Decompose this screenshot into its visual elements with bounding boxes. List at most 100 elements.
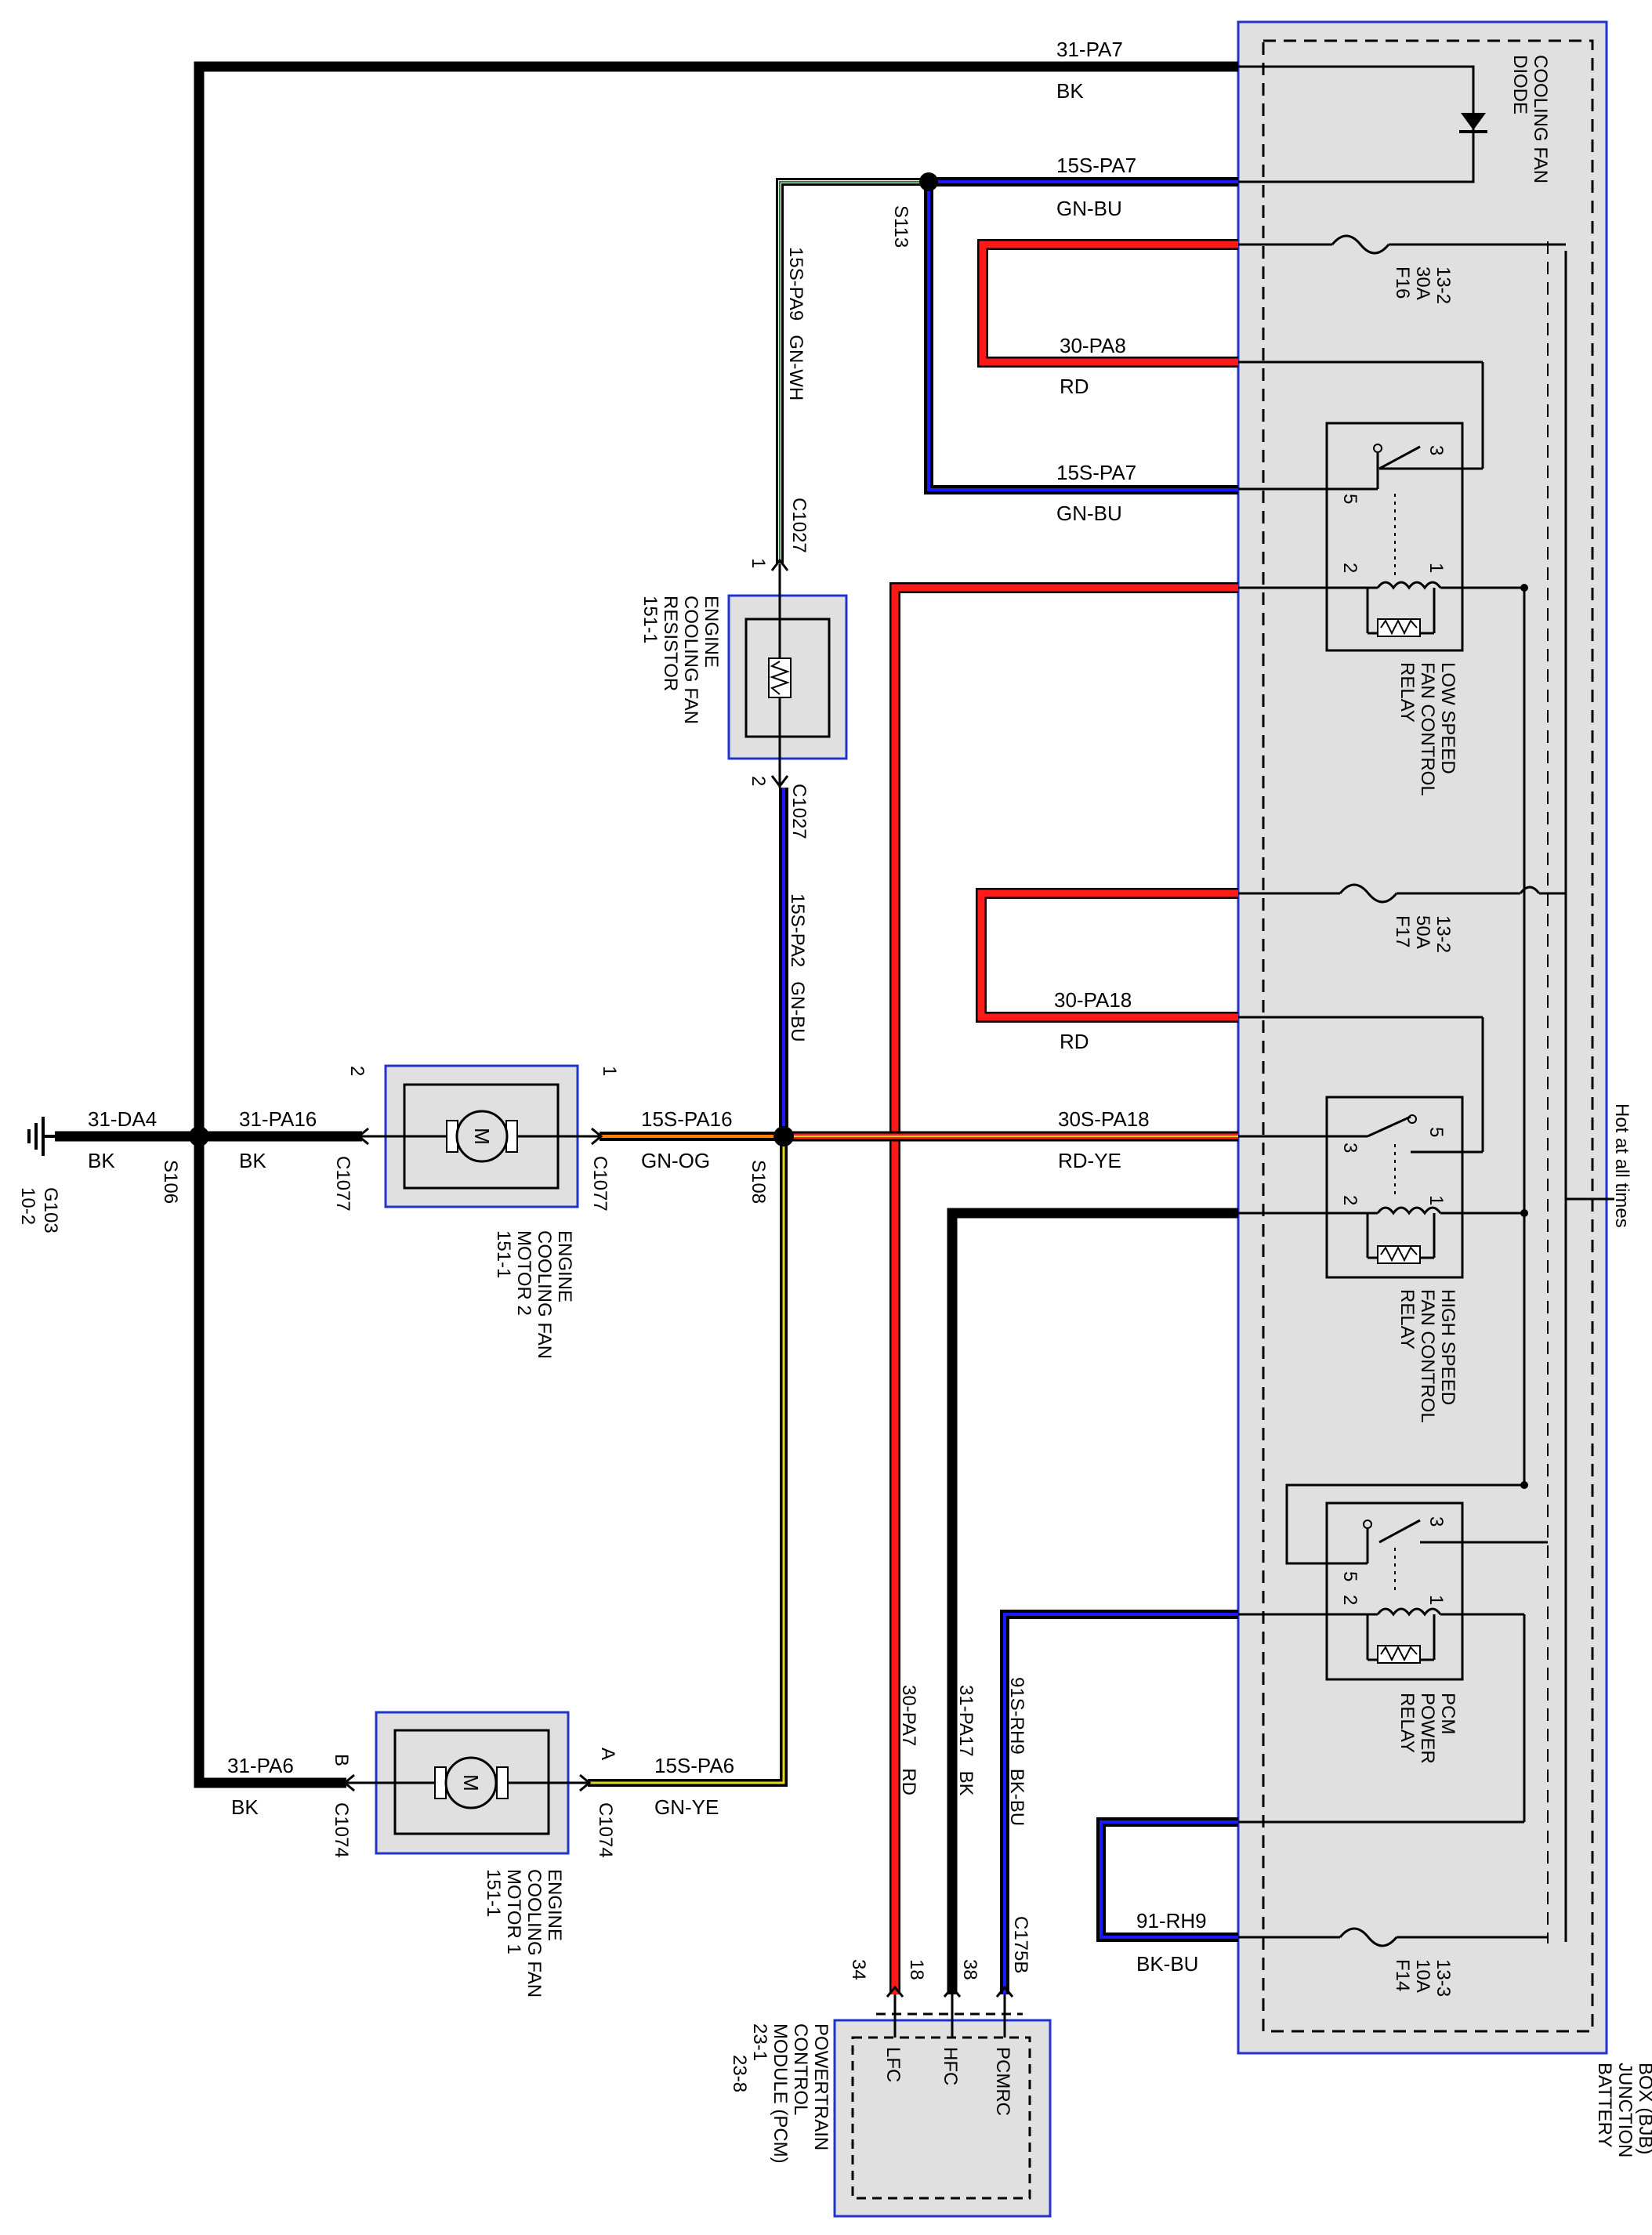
label-30-pa7-v-id: 30-PA7 xyxy=(898,1685,919,1746)
wire-15s-pa9-gn-wh xyxy=(776,178,929,564)
label-91s-rh9-id: 91S-RH9 xyxy=(1006,1677,1027,1755)
label-pcm: POWERTRAIN CONTROL MODULE (PCM) 23-1 23-… xyxy=(729,2023,831,2168)
label-30-pa8-color: RD xyxy=(1060,375,1089,398)
pcm-relay-pin-2: 2 xyxy=(1339,1595,1360,1605)
label-91-rh9-color: BK-BU xyxy=(1136,1952,1198,1976)
label-pin-34: 34 xyxy=(848,1959,869,1980)
label-31-pa17: 31-PA17BK xyxy=(955,1685,976,1796)
label-pcm-relay-l1: PCM xyxy=(1437,1693,1458,1734)
wire-15s-pa6-gn-ye xyxy=(588,1136,788,1787)
label-pin-18: 18 xyxy=(906,1959,927,1980)
engine-cooling-fan-motor-2: M xyxy=(357,1064,603,1208)
low-relay-pin-5: 5 xyxy=(1339,494,1360,504)
wire-30-pa7-rd xyxy=(889,582,1238,1994)
label-c1077-pin2: 2 xyxy=(346,1066,368,1076)
label-f14-l2: 10A xyxy=(1412,1959,1433,1993)
label-pcm-hfc: HFC xyxy=(940,2047,961,2085)
label-motor1-l1: ENGINE xyxy=(544,1869,565,1941)
high-relay-pin-5: 5 xyxy=(1426,1127,1447,1137)
label-91s-rh9: 91S-RH9BK-BU xyxy=(1006,1677,1027,1826)
label-high-relay: HIGH SPEED FAN CONTROL RELAY xyxy=(1397,1289,1458,1427)
label-pin-38: 38 xyxy=(959,1959,980,1980)
label-15s-pa7-b-color: GN-BU xyxy=(1056,502,1122,525)
label-resistor: ENGINE COOLING FAN RESISTOR 151-1 xyxy=(639,596,722,730)
label-31-pa6-color: BK xyxy=(231,1795,259,1819)
high-relay-pin-1: 1 xyxy=(1426,1195,1447,1205)
label-c1027-top: C1027 xyxy=(788,498,810,553)
label-c1027-pin1: 1 xyxy=(748,558,769,568)
label-s108: S108 xyxy=(748,1160,769,1204)
motor-2-symbol: M xyxy=(470,1128,494,1145)
label-31-da4-id: 31-DA4 xyxy=(88,1107,157,1131)
label-pcm-l5: 23-8 xyxy=(729,2055,750,2092)
label-31-pa17-color: BK xyxy=(955,1771,976,1796)
label-30-pa18-color: RD xyxy=(1060,1030,1089,1053)
label-bjb-l1: BATTERY xyxy=(1594,2063,1615,2147)
label-c1077-left: C1077 xyxy=(332,1156,353,1212)
wire-91s-rh9-bk-bu xyxy=(1000,1610,1238,1994)
label-g103-id: G103 xyxy=(40,1187,61,1233)
label-f16-l1: F16 xyxy=(1392,266,1413,299)
label-c1077-pin1: 1 xyxy=(599,1066,620,1076)
label-f17-l2: 50A xyxy=(1412,915,1433,949)
label-diode: COOLING FAN DIODE xyxy=(1509,55,1551,189)
label-hot-at-all-times: Hot at all times xyxy=(1611,1103,1632,1228)
label-31-pa16-id: 31-PA16 xyxy=(239,1107,317,1131)
label-15s-pa2-id: 15S-PA2 xyxy=(787,893,808,967)
fuse-f17 xyxy=(1238,883,1566,904)
label-f16-l3: 13-2 xyxy=(1433,266,1454,304)
low-relay-pin-2: 2 xyxy=(1339,563,1360,573)
label-c1027-pin2: 2 xyxy=(748,776,769,786)
label-c1074-right: C1074 xyxy=(595,1802,616,1858)
wire-30-pa8-rd xyxy=(977,239,1238,368)
ground-icon xyxy=(27,1117,55,1156)
label-motor2: ENGINE COOLING FAN MOTOR 2 151-1 xyxy=(493,1230,575,1364)
label-15s-pa9: 15S-PA9GN-WH xyxy=(785,247,806,400)
fuse-f16 xyxy=(1238,234,1566,255)
label-fuse-f16: F16 30A 13-2 xyxy=(1392,266,1454,304)
label-pcm-relay-l2: POWER xyxy=(1417,1693,1438,1764)
label-fuse-f14: F14 10A 13-3 xyxy=(1392,1959,1454,1997)
label-30-pa7-v-color: RD xyxy=(898,1768,919,1795)
label-c1027-bot: C1027 xyxy=(788,784,810,839)
label-resistor-l1: ENGINE xyxy=(701,596,722,668)
label-30-pa18-id: 30-PA18 xyxy=(1054,988,1132,1012)
high-relay-pin-2: 2 xyxy=(1339,1195,1360,1205)
label-91-rh9-id: 91-RH9 xyxy=(1136,1909,1207,1933)
label-diode-l2: DIODE xyxy=(1509,55,1531,114)
splice-s108 xyxy=(773,1126,794,1146)
label-high-relay-l3: RELAY xyxy=(1397,1289,1418,1349)
label-15s-pa16-id: 15S-PA16 xyxy=(641,1107,733,1131)
label-fuse-f17: F17 50A 13-2 xyxy=(1392,915,1454,953)
label-high-relay-l1: HIGH SPEED xyxy=(1437,1289,1458,1405)
motor-1-symbol: M xyxy=(459,1774,483,1791)
wire-31-pa17-bk xyxy=(947,1208,1238,1994)
label-motor2-l2: COOLING FAN xyxy=(534,1230,555,1359)
splice-s113 xyxy=(919,172,938,191)
label-f17-l3: 13-2 xyxy=(1433,915,1454,953)
label-15s-pa7-a-color: GN-BU xyxy=(1056,197,1122,220)
low-relay-pin-1: 1 xyxy=(1426,563,1447,573)
label-pcm-l2: CONTROL xyxy=(790,2023,811,2115)
label-15s-pa7-a-id: 15S-PA7 xyxy=(1056,154,1136,177)
label-motor2-l3: MOTOR 2 xyxy=(513,1230,534,1316)
label-pcm-l1: POWERTRAIN xyxy=(810,2023,831,2150)
label-s113: S113 xyxy=(890,205,911,248)
label-motor1-l3: MOTOR 1 xyxy=(503,1869,524,1954)
label-pcm-pcmrc: PCMRC xyxy=(992,2047,1013,2116)
label-low-relay-l3: RELAY xyxy=(1397,662,1418,723)
pcm-relay-pin-5: 5 xyxy=(1339,1571,1360,1581)
label-c1074-pinA: A xyxy=(597,1748,618,1760)
label-g103-ref: 10-2 xyxy=(17,1187,38,1225)
label-15s-pa6-id: 15S-PA6 xyxy=(654,1754,734,1777)
label-31-pa7-id: 31-PA7 xyxy=(1056,38,1123,61)
label-bjb-l3: BOX (BJB) xyxy=(1635,2063,1652,2154)
pcm-relay-pin-1: 1 xyxy=(1426,1595,1447,1605)
label-f14-l1: F14 xyxy=(1392,1959,1413,1991)
label-30s-pa18-id: 30S-PA18 xyxy=(1058,1107,1150,1131)
label-30s-pa18-color: RD-YE xyxy=(1058,1149,1121,1172)
label-c175b: C175B xyxy=(1010,1916,1031,1973)
label-15s-pa9-color: GN-WH xyxy=(785,335,806,400)
label-31-pa7-color: BK xyxy=(1056,79,1084,103)
